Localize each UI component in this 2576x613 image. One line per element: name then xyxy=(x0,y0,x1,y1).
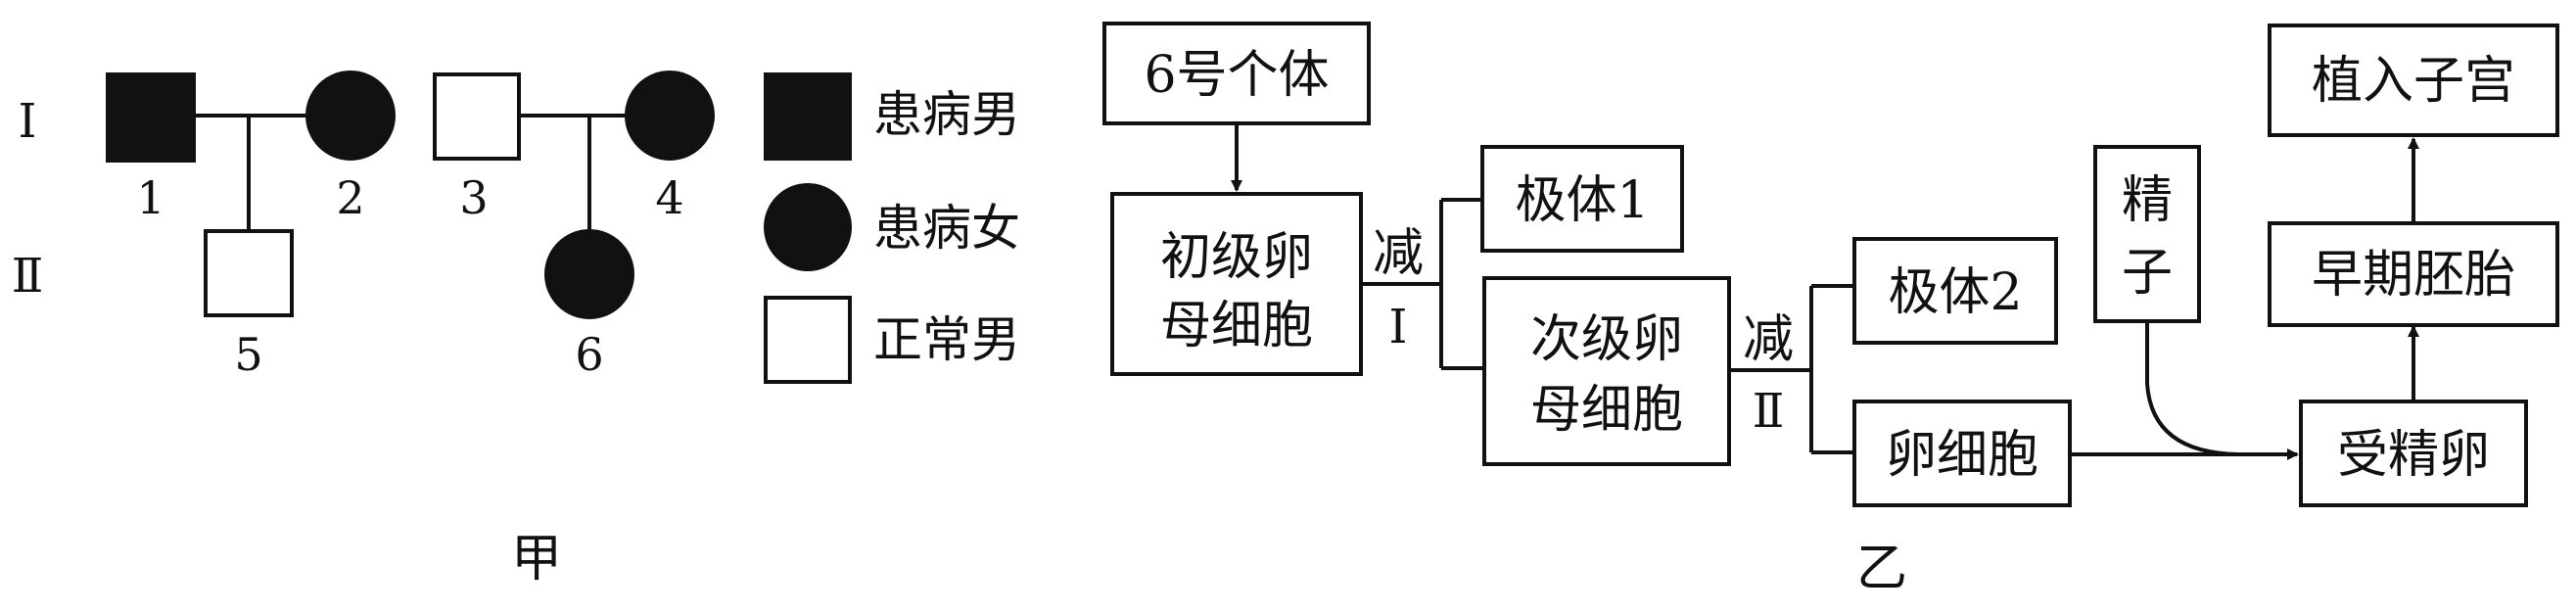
node-zygote xyxy=(2299,400,2528,507)
node-individual-6-text: 6号个体 xyxy=(1144,46,1329,105)
individual-1-affected-male xyxy=(106,72,196,163)
caption-jia: 甲 xyxy=(511,530,562,589)
node-primary-oocyte-line2: 母细胞 xyxy=(1160,297,1313,355)
individual-5-label: 5 xyxy=(234,328,262,381)
meiosis2-numeral: Ⅱ xyxy=(1753,384,1785,439)
meiosis1-numeral: Ⅰ xyxy=(1389,300,1408,354)
individual-3-label: 3 xyxy=(459,171,488,224)
node-polar-body-2 xyxy=(1852,237,2058,345)
individual-6-label: 6 xyxy=(575,328,603,381)
node-early-embryo-text: 早期胚胎 xyxy=(2312,246,2515,305)
legend-filled-square-icon xyxy=(764,72,852,161)
generation-label-2: Ⅱ xyxy=(12,249,44,304)
meiosis2-word: 减 xyxy=(1743,310,1794,369)
legend-filled-circle-icon xyxy=(764,183,852,271)
pedigree-legend: 患病男 患病女 正常男 xyxy=(764,72,1020,384)
node-primary-oocyte-line1: 初级卵 xyxy=(1160,228,1313,287)
node-sperm xyxy=(2093,145,2201,323)
oocyte-flowchart: 6号个体 初级卵 母细胞 减 Ⅰ 极体1 次级卵 母细胞 减 Ⅱ 极体2 卵细胞 xyxy=(1102,22,2559,598)
curve-sperm-to-zygote xyxy=(2145,321,2243,456)
node-polar-body-2-text: 极体2 xyxy=(1888,263,2022,322)
legend-affected-female-label: 患病女 xyxy=(873,200,1020,257)
caption-yi: 乙 xyxy=(1856,540,1907,598)
individual-4-affected-female xyxy=(625,71,715,161)
node-individual-6 xyxy=(1102,22,1371,125)
node-sperm-line2: 子 xyxy=(2122,244,2173,303)
meiosis1-word: 减 xyxy=(1373,224,1424,283)
node-egg-cell-text: 卵细胞 xyxy=(1886,426,2038,485)
legend-affected-male-label: 患病男 xyxy=(873,86,1020,143)
node-secondary-oocyte-line2: 母细胞 xyxy=(1530,381,1683,440)
individual-1-label: 1 xyxy=(136,171,164,224)
node-polar-body-1 xyxy=(1480,145,1684,253)
node-secondary-oocyte xyxy=(1482,276,1731,466)
pedigree-chart: Ⅰ Ⅱ 1 2 5 3 4 6 患病男 患病女 正常男 甲 xyxy=(12,71,1020,589)
node-sperm-line1: 精 xyxy=(2122,171,2173,230)
individual-5-normal-male xyxy=(204,229,294,317)
node-zygote-text: 受精卵 xyxy=(2337,426,2490,485)
node-implant-uterus xyxy=(2268,24,2559,137)
node-secondary-oocyte-line1: 次级卵 xyxy=(1530,310,1683,369)
individual-3-normal-male xyxy=(433,72,521,161)
node-implant-uterus-text: 植入子宫 xyxy=(2312,52,2515,111)
node-egg-cell xyxy=(1852,400,2072,507)
generation-label-1: Ⅰ xyxy=(19,94,37,149)
node-primary-oocyte xyxy=(1110,192,1363,376)
individual-2-affected-female xyxy=(305,71,396,161)
individual-2-label: 2 xyxy=(336,171,364,224)
legend-normal-male-label: 正常男 xyxy=(873,311,1020,368)
individual-4-label: 4 xyxy=(655,171,683,224)
legend-open-square-icon xyxy=(764,296,852,384)
node-polar-body-1-text: 极体1 xyxy=(1515,171,1649,230)
individual-6-affected-female xyxy=(544,229,634,319)
